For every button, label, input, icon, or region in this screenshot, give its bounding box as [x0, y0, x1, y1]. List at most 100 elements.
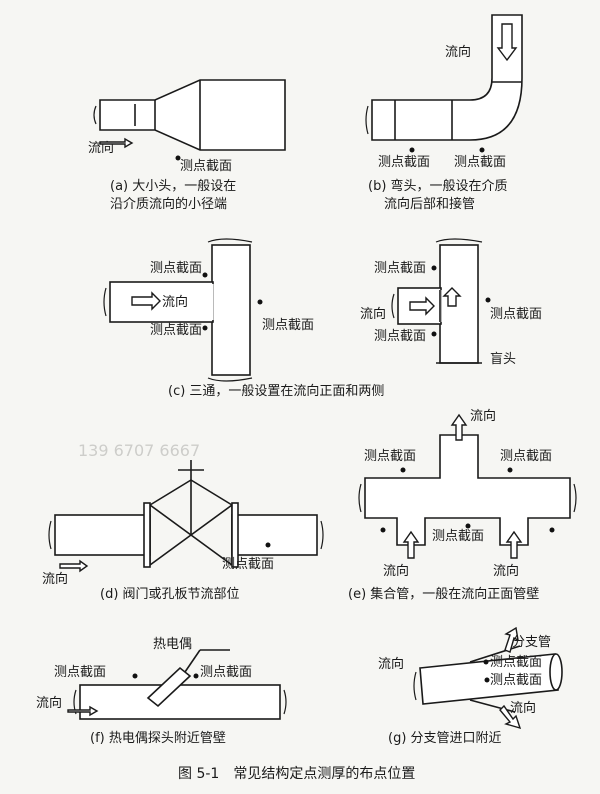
caption-b-line1: (b) 弯头，一般设在介质 — [368, 178, 508, 194]
panel-b-elbow: 流向 测点截面 测点截面 (b) 弯头，一般设在介质 流向后部和接管 — [365, 14, 523, 212]
pipe-break-mark — [48, 520, 52, 550]
flow-label: 流向 — [162, 294, 188, 310]
flow-arrow — [131, 291, 161, 311]
caption-g: (g) 分支管进口附近 — [388, 731, 502, 746]
section-label: 测点截面 — [54, 665, 106, 680]
reducer-pipe — [99, 79, 286, 151]
figure-title: 图 5-1 常见结构定点测厚的布点位置 — [178, 766, 415, 782]
header-pipe — [364, 434, 571, 546]
measure-point — [465, 523, 471, 529]
measure-point — [507, 467, 513, 473]
flow-label: 流向 — [42, 571, 68, 587]
section-label: 测点截面 — [490, 673, 542, 688]
measure-point — [202, 272, 208, 278]
section-label: 测点截面 — [432, 529, 484, 544]
main-pipe — [79, 684, 281, 720]
tee-main-pipe — [211, 244, 251, 376]
section-label: 测点截面 — [262, 318, 314, 333]
flow-label: 流向 — [378, 656, 404, 672]
flow-arrow-branch — [504, 626, 519, 653]
measure-point — [400, 467, 406, 473]
flow-label: 流向 — [493, 563, 519, 579]
measure-point — [483, 659, 489, 665]
flow-arrow — [59, 559, 89, 573]
measure-point — [479, 147, 485, 153]
panel-d-valve: 流向 测点截面 (d) 阀门或孔板节流部位 — [42, 460, 324, 602]
pipe-break-mark — [283, 689, 287, 715]
pipe-break-mark — [320, 520, 324, 550]
measure-point — [175, 155, 181, 161]
measure-point — [380, 527, 386, 533]
section-label: 测点截面 — [500, 449, 552, 464]
valve-outlet-pipe — [231, 514, 318, 556]
pipe-break-mark — [93, 105, 97, 125]
flow-arrow — [496, 23, 518, 62]
flow-label: 流向 — [360, 306, 386, 322]
section-label: 测点截面 — [150, 261, 202, 276]
pipe-end — [549, 653, 563, 691]
blind-label: 盲头 — [490, 351, 516, 367]
thermocouple-label: 热电偶 — [153, 637, 192, 652]
valve-inlet-pipe — [54, 514, 151, 556]
flow-arrow — [67, 705, 99, 717]
flange-plate — [231, 502, 239, 568]
caption-e: (e) 集合管，一般在流向正面管壁 — [348, 586, 539, 602]
caption-b-line2: 流向后部和接管 — [384, 196, 475, 212]
section-label: 测点截面 — [454, 155, 506, 170]
caption-a-line1: (a) 大小头，一般设在 — [110, 178, 236, 194]
flow-arrow — [409, 296, 435, 316]
panel-a-reducer: 流向 测点截面 (a) 大小头，一般设在 沿介质流向的小径端 — [88, 79, 286, 212]
measure-point — [193, 673, 199, 679]
flow-label: 流向 — [470, 408, 496, 424]
flow-arrow-branch — [499, 704, 522, 730]
panel-e-header: 流向 流向 流向 测点截面 测点截面 测点截面 (e) 集合管，一般在流向正面管… — [348, 408, 577, 602]
section-label: 测点截面 — [374, 261, 426, 276]
flow-arrow-in — [402, 530, 420, 559]
flow-label: 流向 — [445, 44, 471, 60]
panel-c-tee-left: 流向 测点截面 测点截面 测点截面 — [103, 238, 314, 382]
branch-label: 分支管 — [512, 635, 551, 650]
measure-point — [549, 527, 555, 533]
watermark-line: 139 6707 6667 — [78, 441, 200, 460]
measure-point — [485, 297, 491, 303]
caption-a-line2: 沿介质流向的小径端 — [110, 196, 227, 212]
measure-point — [202, 325, 208, 331]
caption-f: (f) 热电偶探头附近管壁 — [90, 731, 226, 746]
panel-c-tee-right: 测点截面 流向 测点截面 测点截面 盲头 — [360, 238, 542, 367]
section-label: 测点截面 — [364, 449, 416, 464]
pipe-break-mark — [573, 483, 577, 513]
pipe-break-mark — [103, 287, 107, 317]
flow-label: 流向 — [510, 700, 536, 716]
flow-arrow — [99, 137, 134, 149]
background-text: 139 6707 6667 — [78, 441, 200, 460]
measure-point — [431, 331, 437, 337]
flow-label: 流向 — [36, 695, 62, 711]
pipe-break-mark — [391, 293, 395, 319]
flange-plate — [143, 502, 151, 568]
elbow-pipe — [371, 14, 523, 141]
measure-point — [132, 673, 138, 679]
tee-main-pipe — [439, 244, 479, 364]
measure-point — [431, 265, 437, 271]
pipe-break-mark — [207, 238, 253, 243]
section-label: 测点截面 — [374, 329, 426, 344]
pipe-break-mark — [358, 483, 362, 513]
panel-f-thermocouple: 热电偶 测点截面 测点截面 流向 (f) 热电偶探头附近管壁 — [36, 637, 287, 746]
thermocouple-probe — [146, 666, 192, 708]
section-label: 测点截面 — [490, 307, 542, 322]
pipe-break-mark — [365, 105, 369, 135]
measure-point — [409, 147, 415, 153]
flow-arrow-out — [450, 413, 468, 441]
section-label: 测点截面 — [378, 155, 430, 170]
flow-label: 流向 — [383, 563, 409, 579]
caption-c: (c) 三通，一般设置在流向正面和两侧 — [168, 383, 384, 399]
section-label: 测点截面 — [150, 323, 202, 338]
measure-point — [257, 299, 263, 305]
tee-branch-pipe — [109, 281, 214, 323]
thermocouple-lead — [184, 649, 201, 673]
measure-point — [265, 542, 271, 548]
pipe-break-mark — [435, 238, 483, 243]
section-label: 测点截面 — [222, 557, 274, 572]
